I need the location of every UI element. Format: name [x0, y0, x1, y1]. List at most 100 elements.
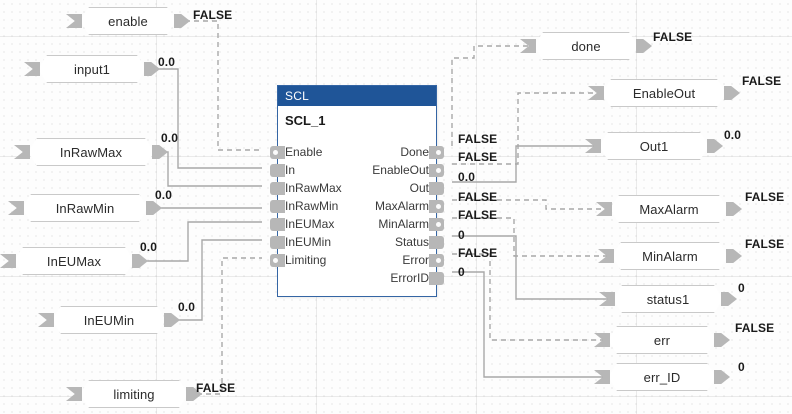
wire-errorid — [452, 271, 608, 378]
output-tag-err[interactable]: err — [594, 326, 730, 354]
tag-label: InEUMin — [83, 312, 135, 328]
block-output-label: Done — [400, 145, 429, 159]
wire-input1 — [146, 68, 262, 169]
output-pin-value-maxalarm: FALSE — [458, 190, 498, 204]
tag-label: status1 — [646, 291, 690, 307]
output-value-out1: 0.0 — [724, 128, 741, 142]
block-input-ineumax[interactable]: InEUMax — [270, 215, 335, 233]
tag-label: input1 — [73, 61, 111, 77]
output-tag-enableout[interactable]: EnableOut — [588, 79, 740, 107]
tag-label: done — [571, 38, 601, 54]
block-output-error[interactable]: Error — [402, 251, 444, 269]
output-pin-value-out: 0.0 — [458, 170, 475, 184]
input-tag-ineumin[interactable]: InEUMin — [38, 306, 180, 334]
output-pin-value-errorid: 0 — [458, 265, 465, 279]
block-input-ineumin[interactable]: InEUMin — [270, 233, 331, 251]
input-value-inrawmax: 0.0 — [161, 131, 178, 145]
wire-ineumax — [134, 221, 262, 262]
block-input-in[interactable]: In — [270, 161, 296, 179]
output-pin-value-enableout: FALSE — [458, 150, 498, 164]
output-tag-err-id[interactable]: err_ID — [594, 363, 730, 391]
input-value-limiting: FALSE — [196, 381, 236, 395]
output-value-err-id: 0 — [738, 360, 745, 374]
input-tag-inrawmin[interactable]: InRawMin — [8, 194, 162, 222]
block-output-out[interactable]: Out — [410, 179, 444, 197]
output-value-err: FALSE — [735, 321, 775, 335]
block-input-label: InEUMax — [285, 217, 335, 231]
scl-function-block[interactable]: SCL SCL_1 Enable In InRawMax InRawMin In… — [270, 85, 444, 297]
input-value-ineumax: 0.0 — [140, 240, 157, 254]
pin-enableout[interactable] — [429, 164, 444, 177]
output-pin-value-status: 0 — [458, 228, 465, 242]
block-input-label: Limiting — [285, 253, 327, 267]
block-input-enable[interactable]: Enable — [270, 143, 322, 161]
block-output-minalarm[interactable]: MinAlarm — [378, 215, 444, 233]
output-value-maxalarm: FALSE — [745, 190, 785, 204]
output-pin-value-done: FALSE — [458, 132, 498, 146]
pin-status[interactable] — [429, 236, 444, 249]
block-output-status[interactable]: Status — [395, 233, 444, 251]
block-output-label: MaxAlarm — [374, 199, 429, 213]
output-tag-status1[interactable]: status1 — [599, 285, 737, 313]
wire-out — [452, 145, 599, 183]
block-header: SCL — [278, 86, 436, 106]
tag-label: err_ID — [643, 369, 681, 385]
block-output-errorid[interactable]: ErrorID — [390, 269, 444, 287]
pin-out[interactable] — [429, 182, 444, 195]
wire-ineumin — [166, 239, 262, 321]
output-tag-out1[interactable]: Out1 — [585, 132, 723, 160]
block-input-inrawmin[interactable]: InRawMin — [270, 197, 339, 215]
block-output-label: EnableOut — [372, 163, 429, 177]
tag-label: MaxAlarm — [639, 201, 699, 217]
block-input-inrawmax[interactable]: InRawMax — [270, 179, 342, 197]
tag-label: err — [653, 332, 671, 348]
block-output-label: ErrorID — [390, 271, 429, 285]
tag-label: Out1 — [639, 138, 669, 154]
tag-label: limiting — [113, 386, 155, 402]
block-output-label: Error — [402, 253, 429, 267]
output-pin-value-error: FALSE — [458, 246, 498, 260]
pin-errorid[interactable] — [429, 272, 444, 285]
tag-label: EnableOut — [632, 85, 696, 101]
block-input-label: In — [285, 163, 296, 177]
block-output-maxalarm[interactable]: MaxAlarm — [374, 197, 444, 215]
output-tag-maxalarm[interactable]: MaxAlarm — [596, 195, 742, 223]
pin-error[interactable] — [429, 254, 444, 267]
wire-done — [451, 45, 534, 146]
tag-label: InEUMax — [46, 253, 102, 269]
input-tag-inrawmax[interactable]: InRawMax — [14, 138, 168, 166]
pin-in[interactable] — [270, 164, 285, 177]
input-value-ineumin: 0.0 — [178, 300, 195, 314]
block-output-enableout[interactable]: EnableOut — [372, 161, 444, 179]
pin-inrawmin[interactable] — [270, 200, 285, 213]
block-output-label: MinAlarm — [378, 217, 429, 231]
pin-ineumax[interactable] — [270, 218, 285, 231]
input-tag-limiting[interactable]: limiting — [66, 380, 202, 408]
input-tag-enable[interactable]: enable — [66, 7, 190, 35]
output-value-done: FALSE — [653, 30, 693, 44]
wire-minalarm — [452, 217, 612, 257]
pin-maxalarm[interactable] — [429, 200, 444, 213]
pin-limiting[interactable] — [270, 254, 285, 267]
pin-done[interactable] — [429, 146, 444, 159]
output-value-status1: 0 — [738, 281, 745, 295]
tag-label: InRawMax — [59, 144, 123, 160]
block-output-done[interactable]: Done — [400, 143, 444, 161]
output-tag-minalarm[interactable]: MinAlarm — [598, 242, 742, 270]
pin-enable[interactable] — [270, 146, 285, 159]
block-instance-name: SCL_1 — [285, 112, 326, 128]
pin-inrawmax[interactable] — [270, 182, 285, 195]
wire-enableout — [452, 92, 602, 165]
output-tag-done[interactable]: done — [520, 32, 652, 60]
input-tag-ineumax[interactable]: InEUMax — [0, 247, 148, 275]
block-input-limiting[interactable]: Limiting — [270, 251, 327, 269]
input-tag-input1[interactable]: input1 — [24, 55, 160, 83]
pin-ineumin[interactable] — [270, 236, 285, 249]
tag-label: MinAlarm — [642, 248, 698, 264]
pin-minalarm[interactable] — [429, 218, 444, 231]
wire-enable — [176, 20, 262, 151]
block-input-label: InRawMin — [285, 199, 339, 213]
block-input-label: InRawMax — [285, 181, 342, 195]
